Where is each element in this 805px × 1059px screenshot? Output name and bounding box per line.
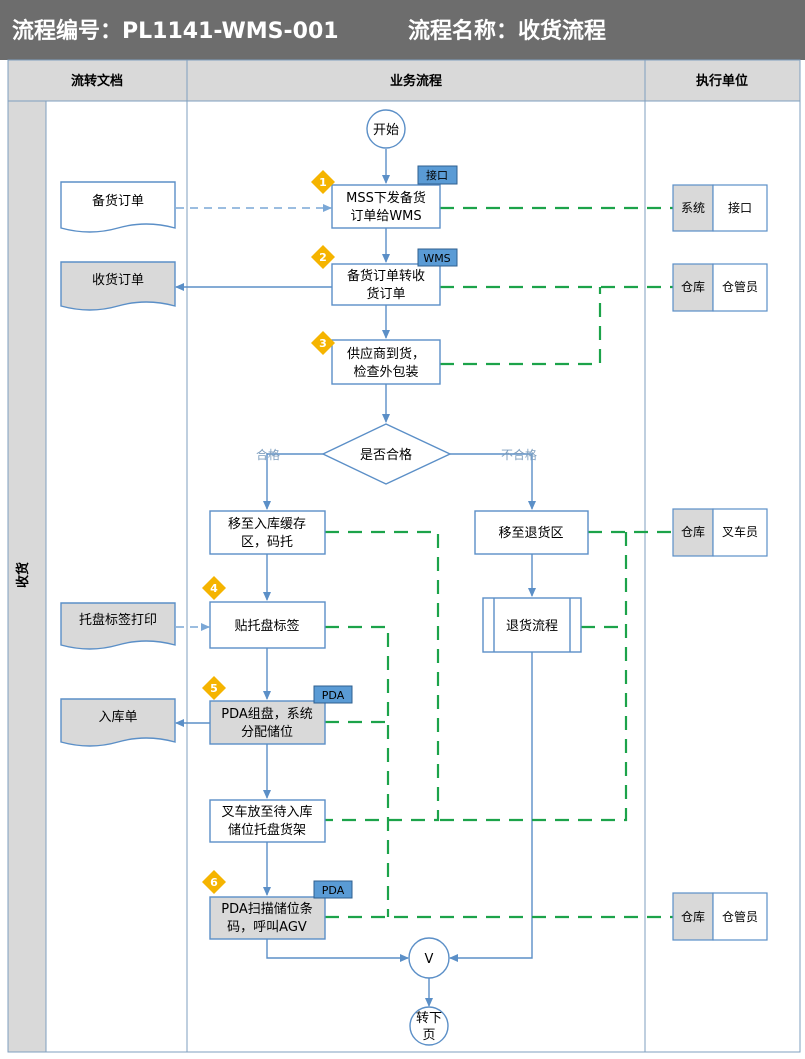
unit-system-interface: 系统 接口 — [672, 184, 768, 232]
svg-text:开始: 开始 — [373, 123, 399, 138]
documents: 备货订单 收货订单 托盘标签打印 入库单 — [60, 181, 176, 747]
svg-text:1: 1 — [319, 176, 327, 189]
branch-pass: 合格 — [256, 447, 280, 462]
column-headers: 流转文档 业务流程 执行单位 — [7, 59, 801, 102]
doc-pallet-label-print: 托盘标签打印 — [60, 602, 176, 650]
svg-text:储位托盘货架: 储位托盘货架 — [228, 822, 306, 838]
document-links — [176, 204, 332, 631]
svg-text:备货订单: 备货订单 — [92, 193, 144, 209]
svg-text:退货流程: 退货流程 — [506, 618, 558, 634]
svg-text:分配储位: 分配储位 — [241, 725, 293, 740]
svg-text:系统: 系统 — [681, 201, 705, 215]
swimlane: 收货 — [7, 100, 801, 1053]
svg-text:供应商到货，: 供应商到货， — [347, 346, 425, 362]
svg-text:5: 5 — [210, 682, 218, 695]
step-pda-scan: PDA扫描储位条 码，呼叫AGV PDA — [209, 880, 353, 940]
svg-text:PDA: PDA — [322, 884, 345, 897]
next-page-node: 转下 页 — [409, 1006, 449, 1046]
svg-text:页: 页 — [422, 1028, 435, 1043]
svg-text:移至退货区: 移至退货区 — [498, 525, 563, 541]
svg-text:订单给WMS: 订单给WMS — [350, 209, 421, 224]
svg-text:MSS下发备货: MSS下发备货 — [346, 190, 426, 206]
svg-text:PDA组盘，系统: PDA组盘，系统 — [221, 706, 313, 722]
wms-tag — [417, 248, 458, 267]
svg-text:V: V — [425, 952, 434, 967]
badge-2: 2 — [311, 245, 335, 269]
doc-receipt-order: 收货订单 — [60, 261, 176, 311]
svg-text:货订单: 货订单 — [366, 286, 405, 302]
badge-3: 3 — [311, 331, 335, 355]
step-convert-order: 备货订单转收 货订单 WMS — [331, 248, 458, 306]
decision-qualified: 是否合格 合格 不合格 — [256, 423, 537, 485]
svg-text:移至入库缓存: 移至入库缓存 — [228, 516, 306, 532]
svg-text:转下: 转下 — [416, 1011, 442, 1026]
svg-text:仓库: 仓库 — [681, 279, 705, 294]
svg-text:备货订单转收: 备货订单转收 — [347, 268, 425, 284]
unit-warehouse-keeper-2: 仓库 仓管员 — [672, 892, 768, 941]
svg-text:区，码托: 区，码托 — [241, 535, 293, 550]
svg-text:收货订单: 收货订单 — [92, 272, 144, 288]
badge-1: 1 — [311, 170, 335, 194]
badge-6: 6 — [202, 870, 226, 894]
step-supplier-arrival: 供应商到货， 检查外包装 — [331, 339, 441, 385]
svg-text:3: 3 — [319, 337, 327, 350]
header-docs: 流转文档 — [71, 73, 123, 89]
process-name: 流程名称：收货流程 — [408, 18, 606, 44]
step-move-buffer: 移至入库缓存 区，码托 — [209, 510, 326, 555]
svg-text:码，呼叫AGV: 码，呼叫AGV — [227, 920, 307, 935]
svg-text:叉车员: 叉车员 — [722, 524, 758, 539]
badge-4: 4 — [202, 576, 226, 600]
svg-text:PDA: PDA — [322, 689, 345, 702]
svg-text:仓管员: 仓管员 — [722, 279, 758, 294]
svg-text:仓管员: 仓管员 — [722, 909, 758, 924]
doc-inbound: 入库单 — [60, 698, 176, 747]
step-badges: 1 2 3 4 5 6 — [202, 170, 335, 894]
svg-text:PDA扫描储位条: PDA扫描储位条 — [221, 901, 313, 917]
svg-text:仓库: 仓库 — [681, 909, 705, 924]
svg-text:叉车放至待入库: 叉车放至待入库 — [221, 804, 312, 820]
title-bar: 流程编号：PL1141-WMS-001 流程名称：收货流程 — [0, 0, 805, 60]
svg-text:贴托盘标签: 贴托盘标签 — [234, 618, 299, 634]
doc-stock-order: 备货订单 — [60, 181, 176, 233]
step-pallet-label: 贴托盘标签 — [209, 601, 326, 649]
svg-text:6: 6 — [210, 876, 218, 889]
unit-warehouse-keeper: 仓库 仓管员 — [672, 263, 768, 312]
svg-text:入库单: 入库单 — [98, 709, 137, 725]
responsibility-links — [325, 206, 673, 919]
unit-forklift-operator: 仓库 叉车员 — [672, 508, 768, 557]
svg-text:检查外包装: 检查外包装 — [353, 365, 418, 380]
step-pda-group: PDA组盘，系统 分配储位 PDA — [209, 685, 353, 745]
process-number: 流程编号：PL1141-WMS-001 — [12, 18, 339, 44]
svg-text:2: 2 — [319, 251, 327, 264]
step-move-return: 移至退货区 — [474, 510, 589, 555]
step-mss-order: MSS下发备货 订单给WMS 接口 — [331, 165, 458, 229]
subprocess-return: 退货流程 — [482, 597, 582, 653]
svg-text:接口: 接口 — [728, 200, 752, 215]
execution-units: 系统 接口 仓库 仓管员 仓库 叉车员 仓库 仓管员 — [672, 184, 768, 941]
lane-label: 收货 — [15, 562, 31, 588]
header-unit: 执行单位 — [696, 73, 748, 89]
flow-connectors — [175, 149, 536, 1007]
step-forklift: 叉车放至待入库 储位托盘货架 — [209, 799, 326, 843]
header-flow: 业务流程 — [390, 73, 442, 89]
svg-text:接口: 接口 — [426, 169, 448, 182]
branch-fail: 不合格 — [501, 447, 537, 462]
pda-tag — [313, 685, 353, 704]
svg-text:仓库: 仓库 — [681, 524, 705, 539]
svg-text:4: 4 — [210, 582, 218, 595]
svg-text:WMS: WMS — [423, 252, 450, 265]
interface-tag — [417, 165, 458, 185]
svg-text:是否合格: 是否合格 — [360, 447, 412, 463]
page-connector: V — [408, 937, 450, 979]
start-node: 开始 — [366, 109, 406, 149]
pda-tag — [313, 880, 353, 899]
svg-text:托盘标签打印: 托盘标签打印 — [79, 612, 157, 628]
badge-5: 5 — [202, 676, 226, 700]
